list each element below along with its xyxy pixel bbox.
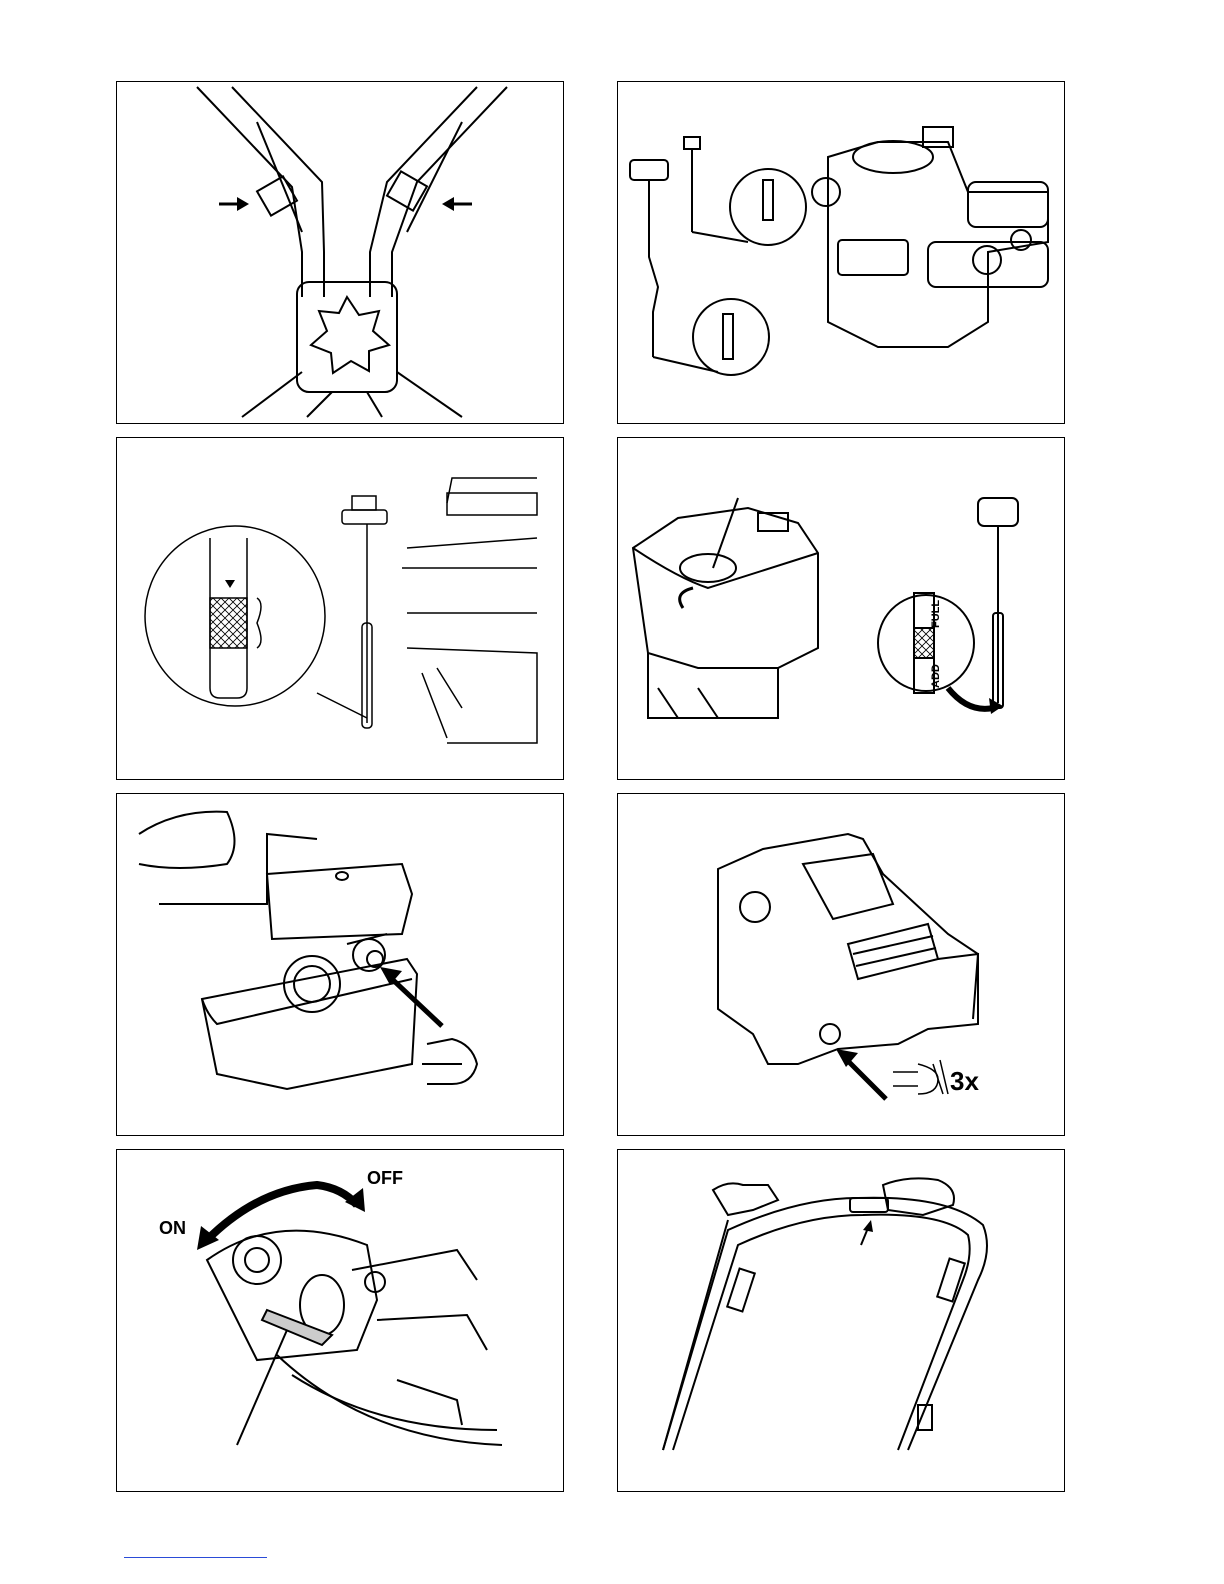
press-finger-icon	[893, 1060, 948, 1094]
brake-handle-illustration	[618, 1150, 1065, 1492]
primer-arrow-icon	[380, 967, 442, 1026]
oil-fill-illustration: FULL ADD	[618, 438, 1065, 780]
arrow-icon	[219, 197, 472, 211]
arrow-icon	[861, 1220, 873, 1245]
rotate-arrow-icon	[948, 688, 1003, 714]
footer-link-line	[124, 1557, 267, 1558]
panel-oil-fill: FULL ADD	[617, 437, 1065, 780]
on-label: ON	[159, 1218, 186, 1238]
off-label: OFF	[367, 1168, 403, 1188]
panel-fuel-valve: ON OFF	[116, 1149, 564, 1492]
handle-clamp-illustration	[117, 82, 564, 424]
panel-primer-press-3x: 3x	[617, 793, 1065, 1136]
dipstick-full-label: FULL	[930, 600, 942, 628]
primer-arrow-icon	[836, 1049, 886, 1099]
engine-primer-illustration: 3x	[618, 794, 1065, 1136]
dipstick-add-label: ADD	[930, 664, 942, 688]
panel-brake-handle	[617, 1149, 1065, 1492]
rotate-arrow-icon	[197, 1185, 365, 1250]
panel-dipstick-overview	[617, 81, 1065, 424]
panel-dipstick-level-detail	[116, 437, 564, 780]
primer-press-illustration	[117, 794, 564, 1136]
panel-handle-clamps	[116, 81, 564, 424]
fuel-valve-illustration: ON OFF	[117, 1150, 564, 1492]
panel-primer-press	[116, 793, 564, 1136]
count-label: 3x	[950, 1066, 979, 1096]
dipstick-level-illustration	[117, 438, 564, 780]
engine-dipstick-illustration	[618, 82, 1065, 424]
